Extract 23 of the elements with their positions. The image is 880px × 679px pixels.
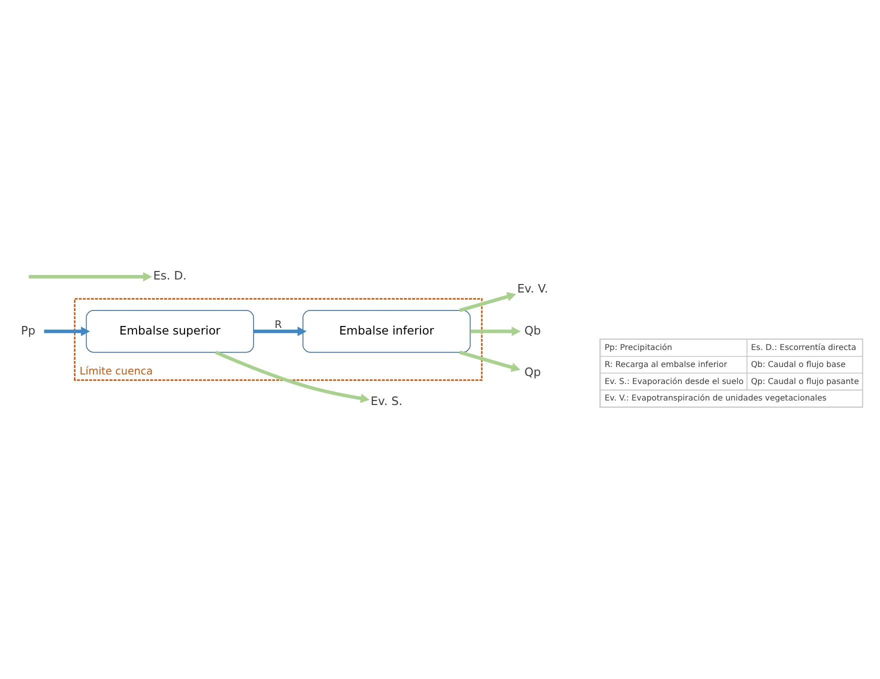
arrow: [470, 326, 521, 336]
node-box: Embalse inferior: [302, 310, 471, 353]
arrow: [28, 272, 152, 282]
arrow: [459, 350, 520, 372]
node-box: Embalse superior: [86, 310, 254, 353]
label: Qb: Caudal o flujo base: [751, 358, 846, 369]
node-text: Ev. V.: [517, 281, 548, 296]
edge-label: R: [274, 319, 282, 332]
arrow: [44, 326, 90, 336]
node-text: Es. D.: [153, 268, 187, 283]
node-text: Ev. S.: [370, 394, 402, 408]
arrow: [459, 292, 516, 312]
label: Ev. S.: Evaporación desde el suelo: [604, 376, 744, 386]
node-text: Pp: [21, 323, 36, 338]
label: Es. D.: Escorrentía directa: [751, 342, 856, 352]
arrow: [254, 326, 307, 336]
label: Qp: Caudal o flujo pasante: [751, 376, 859, 386]
label: R: Recarga al embalse inferior: [604, 358, 728, 369]
arrow: [215, 350, 370, 404]
node-text: Qp: [524, 365, 541, 380]
label: Ev. V.: Evapotranspiración de unidades vegetacionales: [604, 392, 826, 403]
node-text: Qb: [524, 323, 541, 338]
label: Pp: Precipitación: [604, 342, 672, 352]
